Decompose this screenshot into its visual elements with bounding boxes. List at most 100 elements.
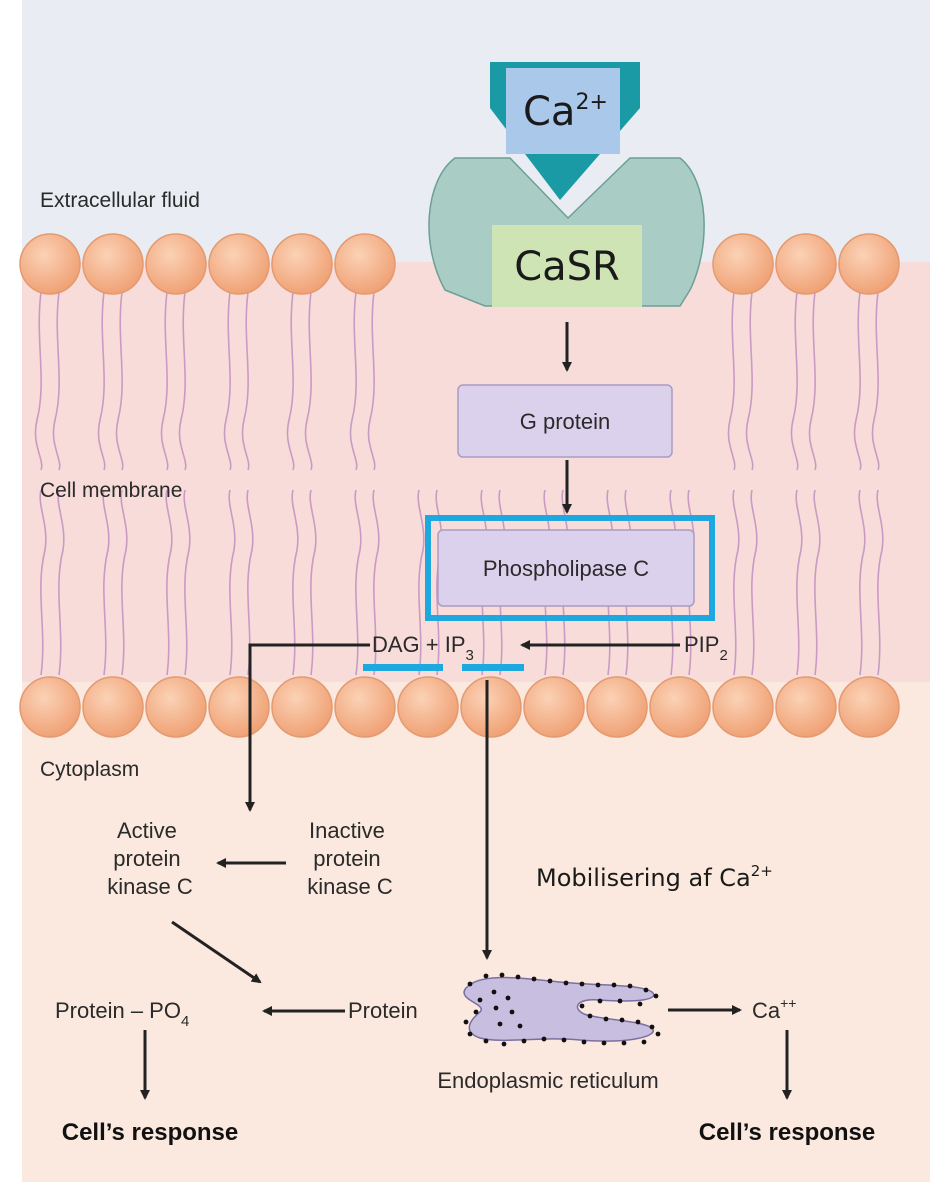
ribosome-dot — [483, 973, 489, 979]
lipid-head — [397, 676, 459, 738]
ribosome-dot — [521, 1038, 527, 1044]
ribosome-dot — [505, 995, 511, 1001]
ribosome-dot — [497, 1021, 503, 1027]
lipid-head — [649, 676, 711, 738]
cytoplasm-region — [22, 682, 930, 1182]
lipid-head — [460, 676, 522, 738]
ribosome-dot — [637, 1001, 643, 1007]
lipid-head — [586, 676, 648, 738]
ribosome-dot — [581, 1039, 587, 1045]
er-label: Endoplasmic reticulum — [437, 1068, 658, 1093]
ribosome-dot — [643, 987, 649, 993]
lipid-head — [334, 676, 396, 738]
lipid-tail — [228, 489, 236, 676]
cell-membrane-label: Cell membrane — [40, 479, 182, 502]
lipid-tails — [34, 291, 884, 676]
lipid-tail — [417, 489, 425, 676]
lipid-head — [19, 676, 81, 738]
cytoplasm-label: Cytoplasm — [40, 758, 139, 781]
lipid-tail — [286, 291, 295, 471]
lipid-heads-inner — [19, 676, 900, 738]
lipid-head — [712, 233, 774, 295]
endoplasmic-reticulum — [463, 972, 661, 1047]
lipid-tail — [115, 291, 124, 471]
lipid-head — [775, 233, 837, 295]
ribosome-dot — [563, 980, 569, 986]
cell-response-left: Cell’s response — [62, 1119, 239, 1146]
ip3-underline — [462, 664, 524, 671]
pathway-arrows — [140, 322, 792, 1100]
lipid-tail — [246, 489, 254, 676]
lipid-tail — [795, 489, 803, 676]
ribosome-dot — [611, 982, 617, 988]
lipid-tail — [354, 489, 362, 676]
lipid-tail — [52, 291, 61, 471]
lipid-tail — [97, 291, 106, 471]
ribosome-dot — [515, 974, 521, 980]
ribosome-dot — [517, 1023, 523, 1029]
lipid-tail — [367, 291, 376, 471]
ribosome-dot — [473, 1009, 479, 1015]
active-pkc-label: Active protein kinase C — [107, 818, 193, 899]
ribosome-dot — [603, 1016, 609, 1022]
dag-ip3-label: DAG + IP3 — [372, 632, 474, 664]
lipid-tail — [871, 291, 880, 471]
ribosome-dot — [653, 993, 659, 999]
arrow-dag-to-active-pkc — [245, 643, 370, 812]
lipid-tail — [183, 489, 191, 676]
lipid-tail — [349, 291, 358, 471]
ca-plusplus-label: Ca++ — [752, 995, 796, 1023]
ribosome-dot — [597, 998, 603, 1004]
lipid-tail — [241, 291, 250, 471]
lipid-tail — [304, 291, 313, 471]
lipid-tail — [57, 489, 65, 676]
er-ribosomes — [463, 972, 661, 1047]
ribosome-dot — [491, 989, 497, 995]
lipid-head — [19, 233, 81, 295]
lipid-tail — [34, 291, 43, 471]
lipid-head — [838, 233, 900, 295]
calcium-ion-label: Ca2+ — [523, 89, 608, 135]
ribosome-dot — [579, 1003, 585, 1009]
calcium-ion-box — [506, 68, 620, 154]
ribosome-dot — [467, 1031, 473, 1037]
lipid-head — [208, 233, 270, 295]
inactive-pkc-label: Inactive protein kinase C — [307, 818, 393, 899]
membrane-region — [22, 262, 930, 682]
ribosome-dot — [627, 983, 633, 989]
ribosome-dot — [541, 1036, 547, 1042]
ribosome-dot — [531, 976, 537, 982]
ribosome-dot — [501, 1041, 507, 1047]
lipid-tail — [165, 489, 173, 676]
ribosome-dot — [579, 981, 585, 987]
lipid-tail — [808, 291, 817, 471]
lipid-head — [271, 676, 333, 738]
cell-response-right: Cell’s response — [699, 1119, 876, 1146]
ribosome-dot — [595, 982, 601, 988]
lipid-tail — [120, 489, 128, 676]
protein-po4-label: Protein – PO4 — [55, 998, 189, 1030]
g-protein-box — [457, 384, 673, 458]
ribosome-dot — [635, 1019, 641, 1025]
ribosome-dot — [621, 1040, 627, 1046]
lipid-head — [271, 233, 333, 295]
lipid-tail — [291, 489, 299, 676]
ribosome-dot — [641, 1039, 647, 1045]
ribosome-dot — [483, 1038, 489, 1044]
lipid-head — [334, 233, 396, 295]
ribosome-dot — [561, 1037, 567, 1043]
lipid-head — [145, 676, 207, 738]
lipid-head — [838, 676, 900, 738]
phospholipase-highlight — [425, 515, 715, 621]
ribosome-dot — [617, 998, 623, 1004]
lipid-heads-outer — [19, 233, 900, 295]
lipid-head — [208, 676, 270, 738]
ribosome-dot — [547, 978, 553, 984]
ribosome-dot — [619, 1017, 625, 1023]
ribosome-dot — [649, 1024, 655, 1030]
dag-underline — [363, 664, 443, 671]
lipid-head — [82, 676, 144, 738]
ribosome-dot — [467, 981, 473, 987]
lipid-head — [82, 233, 144, 295]
